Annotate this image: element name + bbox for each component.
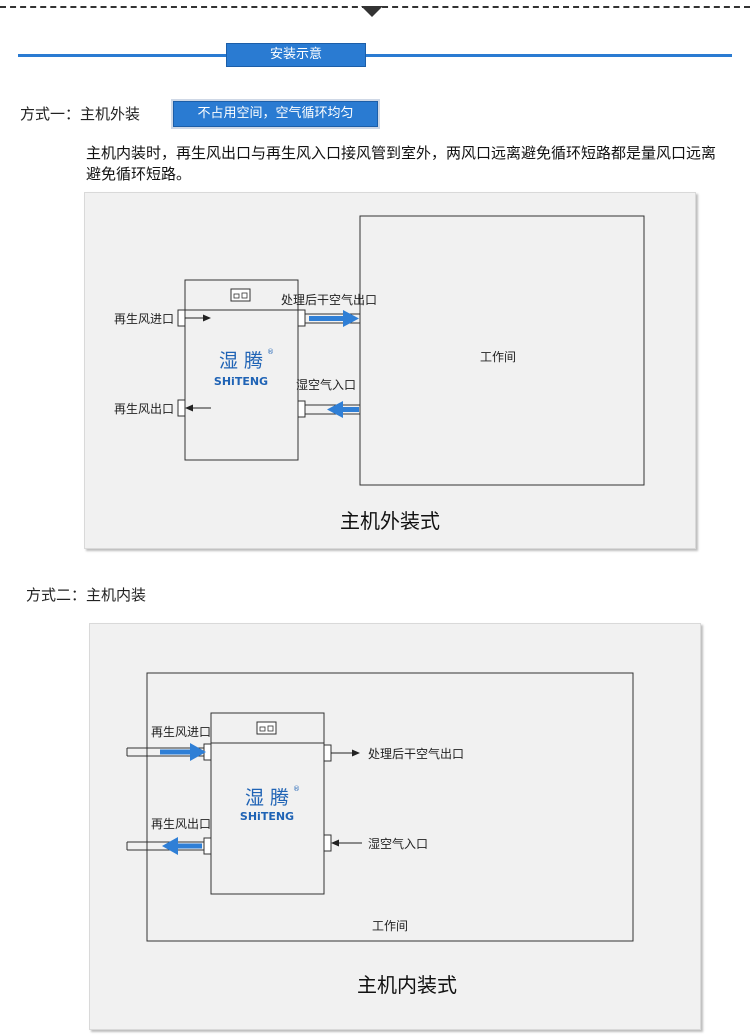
room-box (359, 215, 645, 486)
brand-logo-cn: 湿 腾 (245, 787, 289, 809)
dry-air-outlet-label: 处理后干空气出口 (281, 292, 377, 307)
dry-air-flow-arrow-icon (309, 310, 359, 327)
diagram-caption: 主机外装式 (340, 509, 440, 533)
external-install-diagram: 工作间 湿 腾 ® SHiTENG 再生风进口 再生风出口 (114, 215, 645, 533)
regen-outlet-label: 再生风出口 (114, 402, 174, 416)
section-title: 安装示意 (226, 43, 366, 67)
down-arrow-icon (361, 6, 383, 17)
wet-air-inlet-port (297, 400, 306, 418)
wet-air-inlet-arrow-icon (331, 839, 339, 847)
diagram-caption: 主机内装式 (357, 973, 457, 997)
control-panel-icon (230, 288, 251, 302)
regen-outlet-flow-arrow-icon (162, 837, 202, 855)
regen-inlet-label: 再生风进口 (114, 312, 174, 326)
regen-outlet-port (177, 399, 186, 417)
regen-outlet-port (203, 837, 212, 855)
registered-mark: ® (293, 785, 300, 793)
room-label: 工作间 (372, 919, 408, 933)
brand-logo-cn: 湿 腾 (219, 350, 263, 372)
dry-air-outlet-port (323, 744, 332, 762)
method1-label: 方式一：主机外装 (20, 105, 141, 123)
regen-inlet-port (177, 309, 186, 327)
diagram-panel-external: 工作间 湿 腾 ® SHiTENG 再生风进口 再生风出口 (84, 192, 696, 549)
room-label: 工作间 (480, 350, 516, 364)
internal-install-diagram: 工作间 湿 腾 ® SHiTENG 再生风进 (126, 672, 634, 997)
control-panel-icon (256, 721, 277, 735)
registered-mark: ® (267, 348, 274, 356)
dry-air-outlet-label: 处理后干空气出口 (368, 746, 464, 761)
wet-air-flow-arrow-icon (327, 401, 359, 418)
regen-outlet-label: 再生风出口 (151, 817, 211, 831)
method2-label: 方式二：主机内装 (26, 586, 147, 604)
section-rule (18, 54, 732, 57)
wet-air-inlet-label: 湿空气入口 (368, 836, 428, 851)
room-box (146, 672, 634, 942)
wet-air-inlet-label: 湿空气入口 (296, 377, 356, 392)
dry-air-outlet-arrow-icon (352, 749, 360, 757)
method1-badge: 不占用空间，空气循环均匀 (173, 101, 378, 127)
regen-inlet-label: 再生风进口 (151, 725, 211, 739)
regen-inlet-flow-arrow-icon (160, 743, 206, 761)
dry-air-outlet-port (297, 309, 306, 327)
method1-description: 主机内装时，再生风出口与再生风入口接风管到室外，两风口远离避免循环短路都是量风口… (86, 144, 717, 183)
wet-air-inlet-port (323, 834, 332, 852)
regen-inlet-arrow-icon (203, 314, 211, 322)
brand-logo-en: SHiTENG (214, 375, 268, 388)
brand-logo-en: SHiTENG (240, 810, 294, 823)
regen-outlet-arrow-icon (185, 404, 193, 412)
diagram-panel-internal: 工作间 湿 腾 ® SHiTENG 再生风进 (89, 623, 701, 1030)
